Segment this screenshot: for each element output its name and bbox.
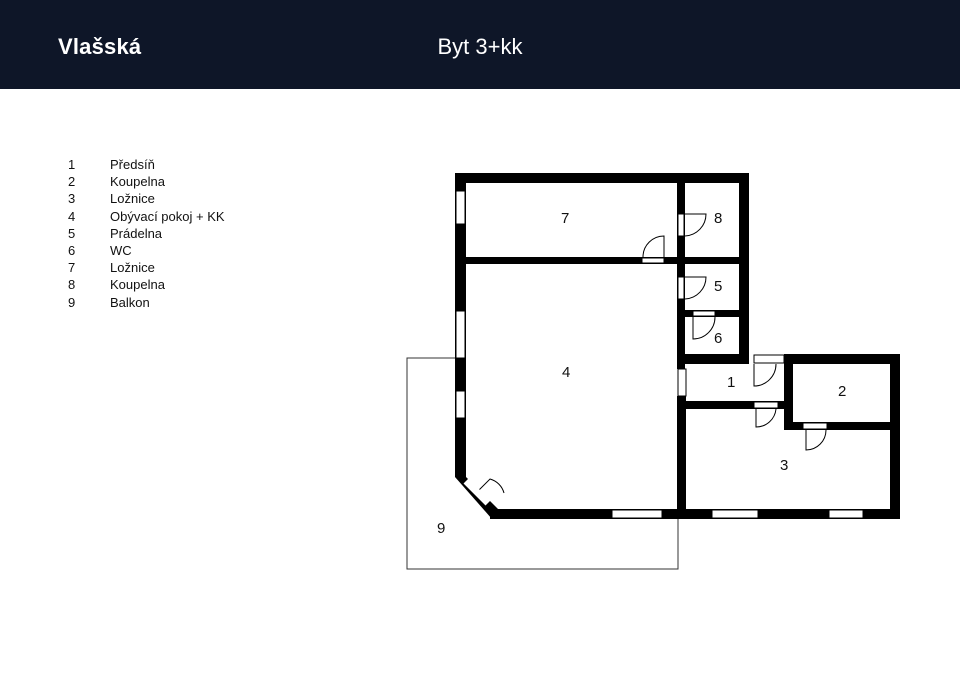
room-label-1: 1 <box>727 374 735 391</box>
legend-item: 4 Obývací pokoj + KK <box>68 208 225 225</box>
window <box>455 390 466 419</box>
room-label-2: 2 <box>838 383 846 400</box>
header-bar: Vlašská Byt 3+kk <box>0 0 960 89</box>
room-label-7: 7 <box>561 210 569 227</box>
door-opening <box>677 213 685 237</box>
door-swing <box>475 478 505 494</box>
door-opening <box>802 422 828 430</box>
legend-number: 9 <box>68 294 76 310</box>
legend-room-name: Obývací pokoj + KK <box>110 208 225 224</box>
legend-room-name: Ložnice <box>110 260 155 276</box>
door-opening <box>641 257 665 264</box>
legend-item: 9 Balkon <box>68 294 225 311</box>
window <box>828 509 864 519</box>
legend-item: 1 Předsíň <box>68 156 225 173</box>
legend-room-name: Balkon <box>110 294 150 310</box>
legend-room-name: Předsíň <box>110 157 155 172</box>
door-opening <box>753 401 779 409</box>
legend-room-name: WC <box>110 242 132 258</box>
door-swing <box>642 235 665 258</box>
legend-number: 6 <box>68 242 76 258</box>
wall <box>739 173 749 364</box>
doors <box>463 213 828 506</box>
wall <box>784 354 900 364</box>
room-label-6: 6 <box>714 330 722 347</box>
wall <box>455 477 500 519</box>
door-swing <box>805 429 827 451</box>
legend-item: 5 Prádelna <box>68 225 225 242</box>
room-label-8: 8 <box>714 210 722 227</box>
wall <box>490 509 900 519</box>
window <box>455 190 466 225</box>
legend-number: 1 <box>68 157 76 172</box>
legend-item: 7 Ložnice <box>68 259 225 276</box>
wall <box>677 396 686 519</box>
door-swing <box>684 276 707 300</box>
legend-room-name: Koupelna <box>110 277 165 293</box>
brand-name: Vlašská <box>58 34 142 59</box>
wall <box>455 257 749 264</box>
legend-number: 7 <box>68 260 76 276</box>
wall <box>677 354 749 364</box>
door-swing <box>753 363 777 387</box>
room-labels: 1 2 3 4 5 6 7 8 9 <box>437 210 846 537</box>
door-swing <box>692 316 716 340</box>
door-opening <box>692 310 716 317</box>
door-opening <box>677 276 685 300</box>
legend-item: 2 Koupelna <box>68 173 225 190</box>
wall <box>677 401 793 409</box>
window <box>611 509 663 519</box>
windows <box>455 190 864 519</box>
legend-number: 8 <box>68 277 76 293</box>
wall <box>677 173 685 369</box>
legend-item: 6 WC <box>68 242 225 259</box>
unit-title: Byt 3+kk <box>437 34 523 59</box>
door-opening <box>753 354 785 364</box>
window <box>455 310 466 359</box>
door-swing <box>755 408 777 428</box>
wall <box>455 173 749 183</box>
wall <box>890 354 900 519</box>
room-label-3: 3 <box>780 457 788 474</box>
window <box>711 509 759 519</box>
door-opening <box>463 478 491 506</box>
room-label-9: 9 <box>437 520 445 537</box>
door-swing <box>684 213 707 237</box>
legend-item: 8 Koupelna <box>68 276 225 293</box>
legend-number: 5 <box>68 225 76 241</box>
door-opening <box>677 368 687 397</box>
legend-room-name: Prádelna <box>110 225 163 241</box>
legend-room-name: Koupelna <box>110 174 165 190</box>
wall <box>784 354 793 429</box>
wall <box>784 422 900 430</box>
room-label-5: 5 <box>714 278 722 295</box>
legend-number: 4 <box>68 208 76 224</box>
legend-item: 3 Ložnice <box>68 190 225 207</box>
legend-room-name: Ložnice <box>110 191 155 207</box>
legend-number: 2 <box>68 174 76 190</box>
legend-number: 3 <box>68 191 76 207</box>
balcony-outline <box>406 357 679 570</box>
room-label-4: 4 <box>562 364 570 381</box>
